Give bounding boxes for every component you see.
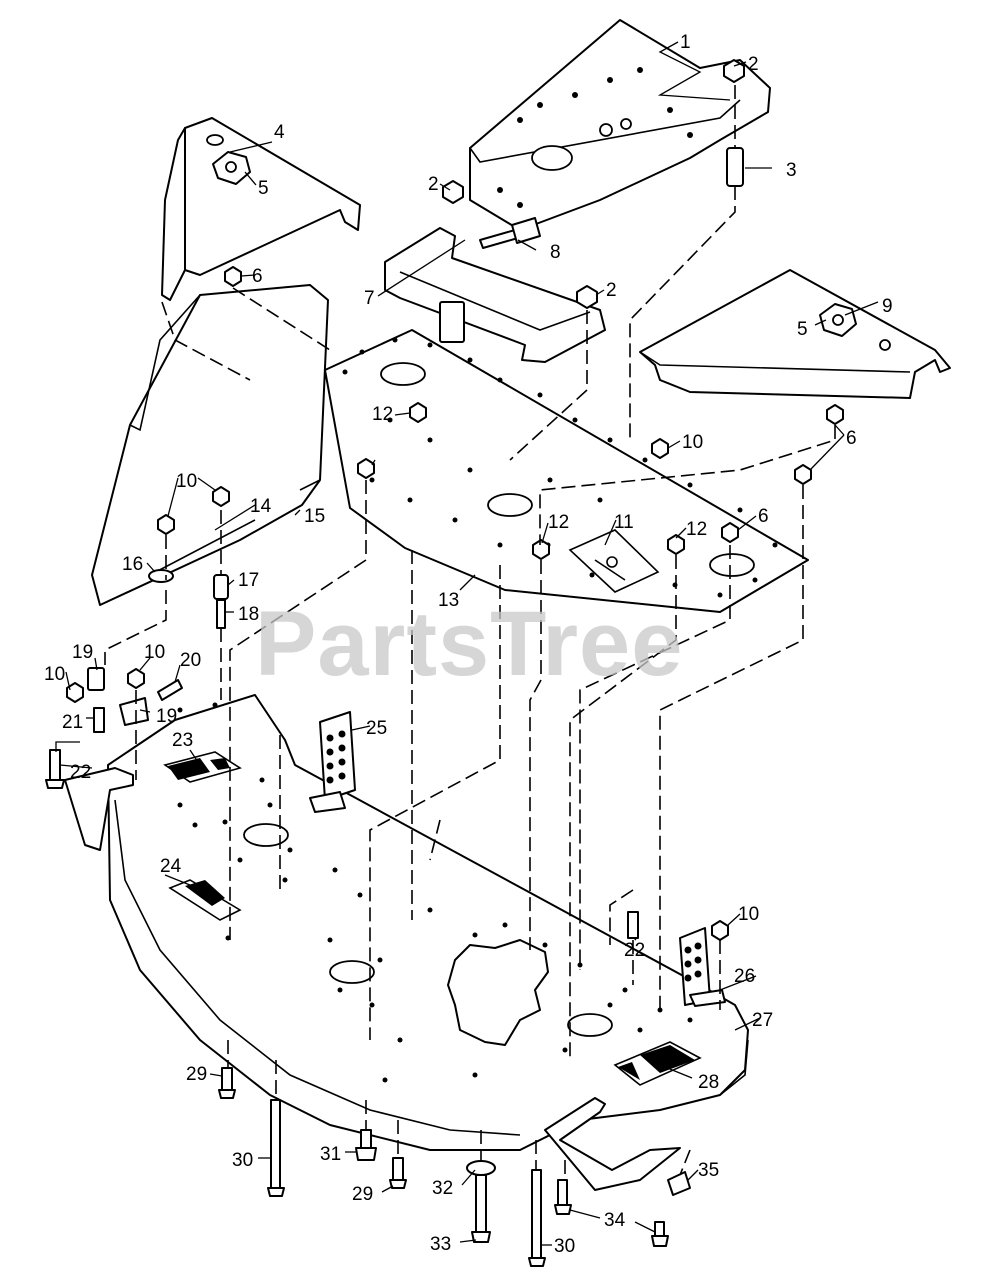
callout-6[interactable]: 6: [758, 506, 769, 527]
callout-30[interactable]: 30: [554, 1236, 575, 1257]
callout-2[interactable]: 2: [428, 174, 439, 195]
callout-18[interactable]: 18: [238, 604, 259, 625]
assembly-lines: [104, 85, 836, 1180]
callout-28[interactable]: 28: [698, 1072, 719, 1093]
plate-holes: [342, 337, 778, 598]
hardware-fasteners: [45, 59, 857, 1267]
callout-24[interactable]: 24: [160, 856, 182, 877]
callout-9[interactable]: 9: [882, 296, 893, 317]
callout-25[interactable]: 25: [366, 718, 387, 739]
watermark: PartsTree: [255, 593, 683, 695]
callout-4[interactable]: 4: [274, 122, 285, 143]
callout-1[interactable]: 1: [680, 32, 691, 53]
callout-5[interactable]: 5: [258, 178, 269, 199]
callout-33[interactable]: 33: [430, 1234, 451, 1255]
leader-lines: [55, 41, 879, 1246]
callout-12[interactable]: 12: [372, 404, 393, 425]
part-26-gauge-bracket[interactable]: [679, 927, 726, 1007]
callout-3[interactable]: 3: [786, 160, 797, 181]
callout-34[interactable]: 34: [604, 1210, 626, 1231]
callout-23[interactable]: 23: [172, 730, 193, 751]
callout-21[interactable]: 21: [62, 712, 83, 733]
callouts: 1 2 2 2 3 4 5 5 6 6 6 7 8 9 10 10 10 10 …: [44, 32, 893, 1257]
callout-6[interactable]: 6: [252, 266, 263, 287]
callout-19[interactable]: 19: [156, 706, 177, 727]
callout-16[interactable]: 16: [122, 554, 143, 575]
callout-29[interactable]: 29: [352, 1184, 373, 1205]
part-9-belt-shield-right[interactable]: [639, 269, 951, 399]
callout-8[interactable]: 8: [550, 242, 561, 263]
deck-mounting-holes: [177, 702, 693, 1083]
callout-13[interactable]: 13: [438, 590, 459, 611]
callout-31[interactable]: 31: [320, 1144, 341, 1165]
callout-10[interactable]: 10: [144, 642, 165, 663]
part-15-center-shield[interactable]: [91, 284, 329, 606]
part-27-mower-deck[interactable]: [64, 694, 749, 1191]
callout-27[interactable]: 27: [752, 1010, 773, 1031]
callout-15[interactable]: 15: [304, 506, 325, 527]
part-13-deck-plate[interactable]: [324, 301, 809, 613]
callout-32[interactable]: 32: [432, 1178, 453, 1199]
callout-14[interactable]: 14: [250, 496, 272, 517]
callout-6[interactable]: 6: [846, 428, 857, 449]
part-25-gauge-bracket[interactable]: [309, 711, 356, 813]
callout-26[interactable]: 26: [734, 966, 755, 987]
callout-11[interactable]: 11: [614, 512, 634, 533]
callout-10[interactable]: 10: [682, 432, 703, 453]
callout-17[interactable]: 17: [238, 570, 259, 591]
callout-7[interactable]: 7: [364, 288, 375, 309]
part-1-support-bracket[interactable]: [469, 19, 771, 231]
callout-19[interactable]: 19: [72, 642, 93, 663]
callout-35[interactable]: 35: [698, 1160, 719, 1181]
callout-22[interactable]: 22: [70, 762, 91, 783]
callout-2[interactable]: 2: [606, 280, 617, 301]
part-28-decal[interactable]: [613, 1041, 702, 1086]
callout-2[interactable]: 2: [748, 54, 759, 75]
callout-12[interactable]: 12: [548, 512, 569, 533]
callout-22[interactable]: 22: [624, 940, 645, 961]
callout-20[interactable]: 20: [180, 650, 201, 671]
callout-10[interactable]: 10: [44, 664, 65, 685]
callout-12[interactable]: 12: [686, 519, 707, 540]
callout-10[interactable]: 10: [738, 904, 759, 925]
callout-30[interactable]: 30: [232, 1150, 253, 1171]
callout-10[interactable]: 10: [176, 471, 197, 492]
part-7-bracket[interactable]: [384, 227, 606, 363]
callout-5[interactable]: 5: [797, 319, 808, 340]
callout-29[interactable]: 29: [186, 1064, 207, 1085]
part-11-decal[interactable]: [568, 529, 660, 593]
